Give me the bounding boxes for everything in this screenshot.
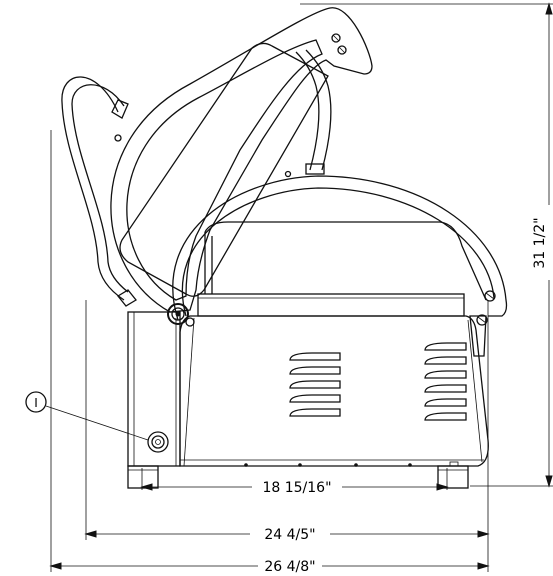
vent-louver-icon [289,352,341,417]
knob-icon [147,431,169,453]
screw-head-icon [114,134,292,178]
machine-base [127,293,489,467]
hinge-pivot-icon [167,303,195,327]
upper-arm [110,7,373,313]
vent-louver-icon [424,342,467,421]
dimension-base-depth: 24 4/5" [264,527,315,543]
lower-cover [172,175,508,357]
dimension-foot-span: 18 15/16" [262,480,331,496]
feet [127,461,469,489]
callout-label: I [34,396,38,410]
callout-bubble [25,391,149,441]
handle [61,76,137,307]
dimension-overall-depth: 26 4/8" [264,559,315,575]
dimension-overall-height: 31 1/2" [532,217,548,268]
support-tube [295,49,332,175]
